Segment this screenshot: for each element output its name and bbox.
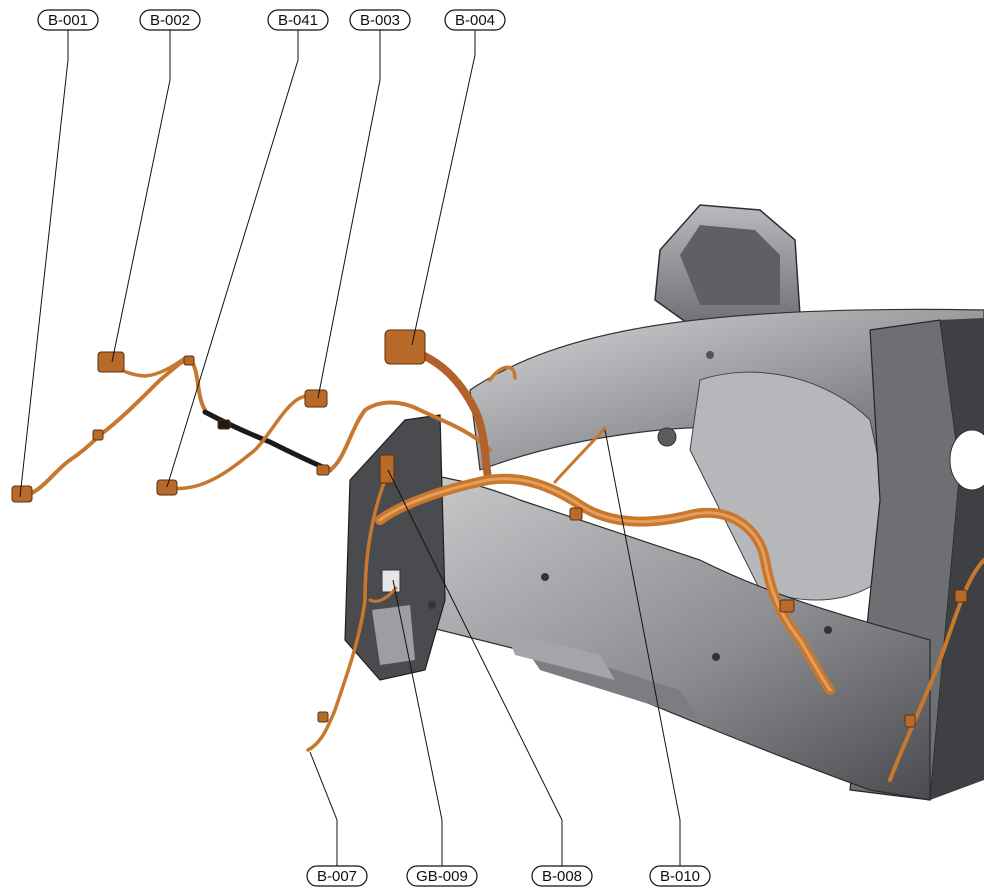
connector-b003 <box>304 389 328 408</box>
leader-b041 <box>166 30 299 488</box>
callout-gb009: GB-009 <box>406 865 478 887</box>
callout-b001: B-001 <box>37 9 99 31</box>
leader-b008 <box>387 469 563 866</box>
callout-label: B-041 <box>278 12 318 29</box>
harness-b004-trunk <box>406 346 492 482</box>
harness-b041-loop <box>163 393 324 491</box>
callouts-top: B-001 B-002 B-041 B-003 B-004 <box>37 9 506 31</box>
connectors <box>11 329 968 728</box>
leader-gb009 <box>392 579 443 866</box>
callout-b007: B-007 <box>306 865 368 887</box>
connector-b002 <box>97 351 125 373</box>
leader-b003 <box>317 30 381 399</box>
callout-label: B-001 <box>48 12 88 29</box>
connector-b001 <box>11 485 33 503</box>
callout-label: B-010 <box>660 868 700 885</box>
harness-b007-branch <box>306 478 387 752</box>
leader-b010 <box>604 429 681 866</box>
frame-front-bracket <box>344 414 446 681</box>
connector-b004 <box>384 329 426 365</box>
callout-label: B-003 <box>360 12 400 29</box>
callout-label: B-008 <box>542 868 582 885</box>
vehicle-frame <box>344 204 984 801</box>
callout-b010: B-010 <box>649 865 711 887</box>
callout-b004: B-004 <box>444 9 506 31</box>
leader-b007 <box>309 751 338 866</box>
callout-b008: B-008 <box>531 865 593 887</box>
callout-b002: B-002 <box>139 9 201 31</box>
callout-b041: B-041 <box>267 9 329 31</box>
callouts-bottom: B-007 GB-009 B-008 B-010 <box>306 865 711 887</box>
leader-b002 <box>111 30 171 363</box>
callout-label: B-002 <box>150 12 190 29</box>
leader-b001 <box>19 30 69 498</box>
callout-label: GB-009 <box>416 868 468 885</box>
callout-label: B-004 <box>455 12 495 29</box>
leader-b004 <box>411 30 476 346</box>
leader-lines <box>19 30 681 866</box>
connector-b041 <box>156 479 178 496</box>
callout-label: B-007 <box>317 868 357 885</box>
callout-b003: B-003 <box>349 9 411 31</box>
harness-left-branch <box>18 356 207 499</box>
